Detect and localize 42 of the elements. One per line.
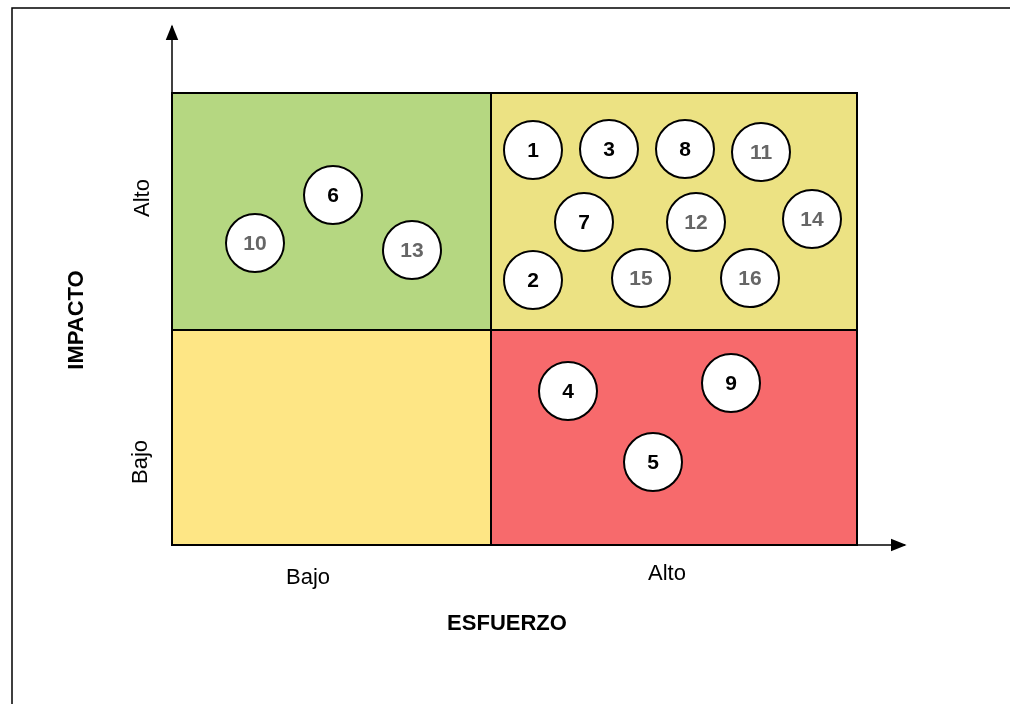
numbered-circle	[701, 353, 761, 413]
circle-number: 14	[800, 207, 824, 231]
numbered-circle	[623, 432, 683, 492]
numbered-circle	[503, 250, 563, 310]
numbered-circle	[554, 192, 614, 252]
circle-number: 3	[603, 137, 615, 161]
axis-tick-label: Bajo	[285, 564, 330, 590]
circle-number: 6	[327, 183, 339, 207]
circle-number: 2	[527, 268, 539, 292]
circle-number: 1	[527, 138, 539, 162]
numbered-circle	[579, 119, 639, 179]
numbered-circle	[655, 119, 715, 179]
quadrant-box	[171, 329, 492, 546]
circle-number: 8	[679, 137, 691, 161]
circle-number: 13	[400, 238, 424, 262]
circle-number: 15	[629, 266, 653, 290]
axis-tick-label: Alto	[648, 560, 686, 586]
circle-number: 12	[684, 210, 708, 234]
circle-number: 16	[738, 266, 762, 290]
circle-number: 10	[243, 231, 267, 255]
quadrant-box	[490, 329, 858, 546]
quadrant-box	[171, 92, 492, 331]
circle-number: 11	[749, 140, 773, 164]
circle-number: 4	[562, 379, 574, 403]
numbered-circle	[225, 213, 285, 273]
numbered-circle	[731, 122, 791, 182]
numbered-circle	[720, 248, 780, 308]
circle-number: 7	[578, 210, 590, 234]
axis-title: IMPACTO	[63, 270, 89, 370]
circle-number: 5	[647, 450, 659, 474]
numbered-circle	[382, 220, 442, 280]
numbered-circle	[538, 361, 598, 421]
numbered-circle	[782, 189, 842, 249]
numbered-circle	[666, 192, 726, 252]
numbered-circle	[303, 165, 363, 225]
numbered-circle	[503, 120, 563, 180]
axis-tick-label: Bajo	[127, 440, 153, 484]
quadrant-box	[490, 92, 858, 331]
axis-title: ESFUERZO	[447, 610, 567, 636]
axis-tick-label: Alto	[129, 179, 155, 217]
circle-number: 9	[725, 371, 737, 395]
numbered-circle	[611, 248, 671, 308]
